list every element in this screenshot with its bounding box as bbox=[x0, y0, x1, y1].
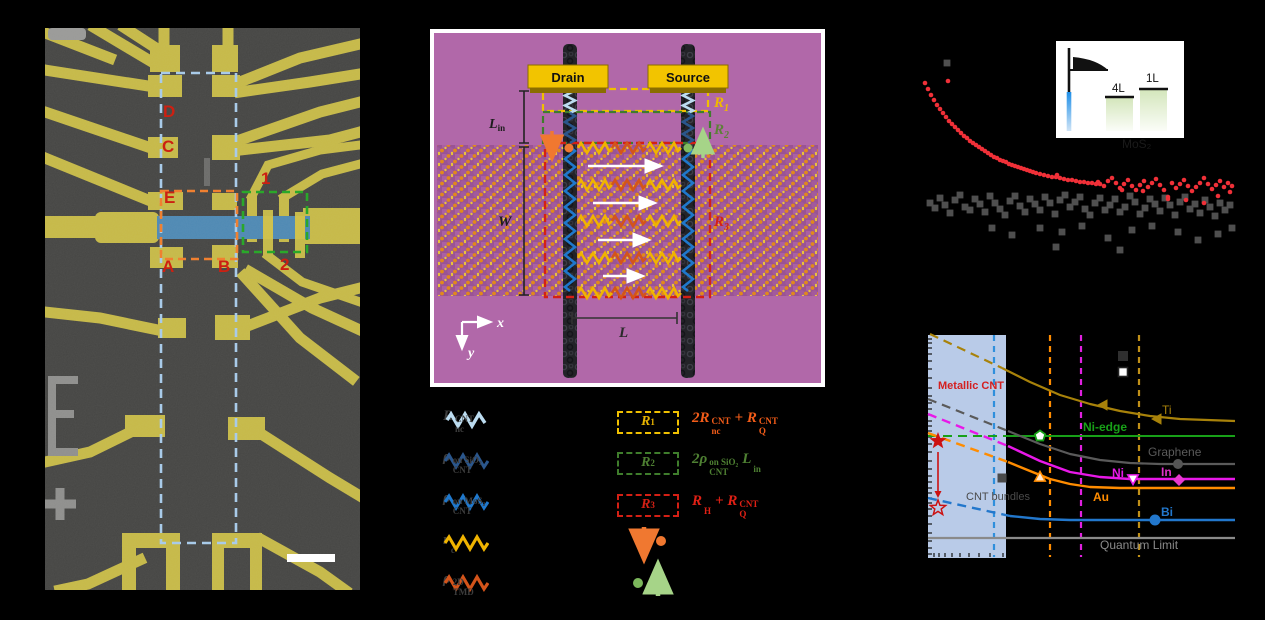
band-diagram-inset: 4L 1L MoS₂ bbox=[1056, 41, 1184, 151]
svg-text:In: In bbox=[1161, 465, 1172, 479]
svg-text:Ni: Ni bbox=[1112, 466, 1124, 480]
svg-text:Ti: Ti bbox=[1162, 403, 1172, 417]
svg-text:Metallic CNT: Metallic CNT bbox=[938, 380, 1004, 392]
spring-icon-navy bbox=[443, 452, 489, 470]
lin-label: Lin bbox=[488, 117, 505, 133]
svg-text:Quantum Limit: Quantum Limit bbox=[1100, 538, 1179, 552]
w-label: W bbox=[498, 214, 513, 230]
x-axis-label: x bbox=[496, 316, 504, 331]
schematic-panel: Drain Source R1 R2 R3 Lin W bbox=[430, 29, 825, 387]
extraction-legend-icon bbox=[633, 558, 674, 596]
mos2-lattice bbox=[437, 145, 818, 296]
label-4l: 4L bbox=[1112, 83, 1125, 95]
drain-label: Drain bbox=[551, 70, 584, 85]
l-label: L bbox=[618, 325, 628, 341]
spring-icon-orange bbox=[443, 573, 489, 593]
svg-text:E: E bbox=[164, 188, 175, 207]
flow-symbols bbox=[628, 527, 674, 596]
svg-text:Bi: Bi bbox=[1161, 505, 1173, 519]
svg-text:B: B bbox=[218, 257, 230, 276]
scatter-points bbox=[922, 59, 1236, 254]
injection-legend-icon bbox=[628, 527, 666, 565]
svg-text:Graphene: Graphene bbox=[1148, 445, 1202, 459]
spring-icon-lightblue bbox=[445, 410, 487, 430]
svg-text:CNT bundles: CNT bundles bbox=[966, 491, 1030, 503]
label-mos2-clipped: MoS₂ bbox=[1122, 137, 1152, 151]
label-1l: 1L bbox=[1146, 73, 1159, 85]
current-arrows bbox=[588, 158, 664, 284]
bar-1l bbox=[1140, 90, 1167, 131]
electrode-labels: DC E A B 1 2 bbox=[162, 102, 289, 276]
contacts: Drain Source bbox=[527, 64, 729, 93]
scale-bar bbox=[287, 554, 335, 562]
r1-label: R1 bbox=[713, 95, 729, 114]
y-axis-label: y bbox=[466, 346, 475, 361]
svg-text:D: D bbox=[163, 102, 175, 121]
spring-icon-blue bbox=[443, 493, 489, 511]
svg-text:C: C bbox=[162, 137, 174, 156]
spring-icon-gold bbox=[443, 533, 489, 553]
svg-text:Au: Au bbox=[1093, 490, 1109, 504]
r2-label: R2 bbox=[713, 122, 729, 141]
sem-noise-overlay bbox=[45, 28, 360, 590]
cnt-filled-states bbox=[1066, 92, 1072, 131]
xy-axes bbox=[455, 315, 494, 352]
svg-text:A: A bbox=[162, 257, 174, 276]
dimension-brackets bbox=[519, 90, 678, 324]
roi-box-blue bbox=[159, 71, 238, 545]
band-bending-curve bbox=[1073, 57, 1108, 70]
injection-point bbox=[539, 131, 574, 163]
sem-panel: DC E A B 1 2 bbox=[45, 28, 360, 590]
r3-label: R3 bbox=[713, 214, 729, 233]
svg-text:2: 2 bbox=[280, 255, 289, 274]
bar-4l bbox=[1106, 98, 1133, 131]
svg-text:Ni-edge: Ni-edge bbox=[1083, 420, 1127, 434]
benchmark-panel: Metallic CNT CNT bundles TiNi-edgeGraphene… bbox=[927, 333, 1236, 558]
source-label: Source bbox=[666, 70, 710, 85]
extraction-point bbox=[683, 126, 716, 158]
roi-box-orange bbox=[159, 189, 239, 261]
svg-text:1: 1 bbox=[261, 169, 270, 188]
scatter-panel: 4L 1L MoS₂ bbox=[922, 41, 1236, 254]
roi-box-green bbox=[241, 190, 309, 254]
benchmark-plot: Metallic CNT CNT bundles TiNi-edgeGraphene… bbox=[927, 333, 1236, 558]
